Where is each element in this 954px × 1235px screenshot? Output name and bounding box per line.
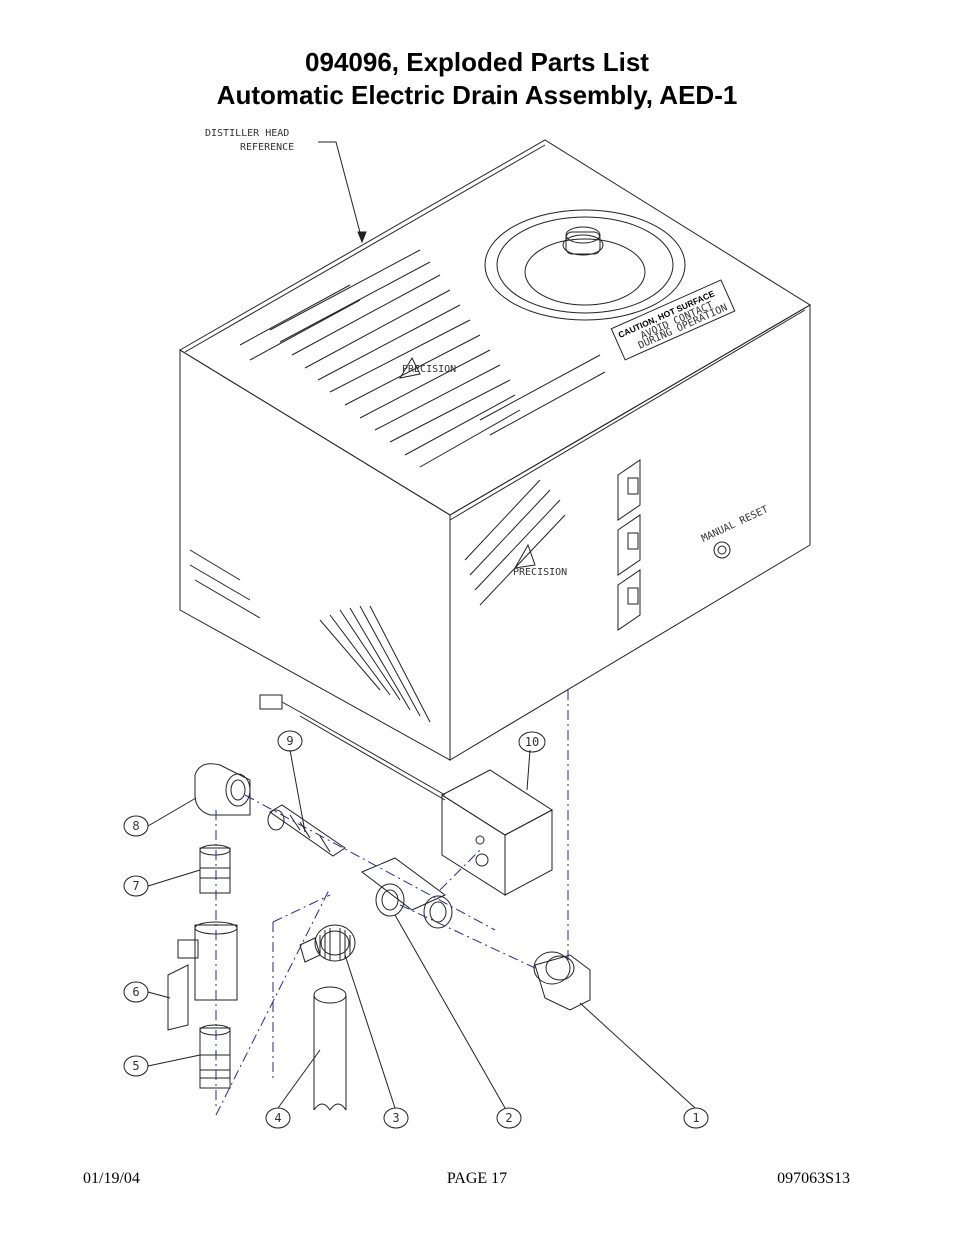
callout-6: 6 [132,985,139,999]
reference-leader-line [318,141,363,241]
part-6-ball-valve [167,921,238,1031]
callout-8: 8 [132,819,139,833]
callout-bubble-9 [277,730,303,752]
callout-bubble-3 [383,1107,409,1129]
part-2-tee [361,857,453,929]
footer-date: 01/19/04 [83,1170,140,1187]
rocker-switches [617,459,641,631]
part-5-hex-nipple [199,1024,231,1089]
callout-bubble-10 [518,731,546,753]
assembly-centerlines [215,794,536,1116]
callout-bubble-7 [123,875,149,897]
front-brand-label: PRECISION [513,567,567,578]
manual-reset-button [713,541,731,559]
callout-5: 5 [132,1059,139,1073]
caution-label: CAUTION, HOT SURFACE AVOID CONTACT DURIN… [610,279,736,361]
page-title-line2: Automatic Electric Drain Assembly, AED-1 [216,80,738,110]
side-vent-louvers [189,549,431,723]
front-vent-louvers [464,479,566,606]
part-7-hex-nipple [199,844,231,894]
top-brand-label: PRECISION [402,364,456,375]
callout-3: 3 [392,1111,399,1125]
part-3-hose-clamp [299,924,356,963]
part-1-elbow [533,951,591,1011]
reference-label-line2: REFERENCE [240,142,294,153]
callout-bubble-4 [265,1107,291,1129]
footer-page-number: PAGE 17 [446,1170,508,1187]
callout-9: 9 [286,734,293,748]
filler-cap [484,209,686,321]
callout-2: 2 [505,1111,512,1125]
page-title-line1: 094096, Exploded Parts List [305,47,649,77]
part-10-control-box [440,769,553,896]
manual-reset-label: MANUAL RESET [700,504,770,545]
callout-4: 4 [274,1111,281,1125]
reference-label-line1: DISTILLER HEAD [205,128,289,139]
front-brand-logo-icon [514,543,536,569]
part-8-elbow [194,763,251,816]
callout-bubble-2 [496,1107,522,1129]
callout-7: 7 [132,879,139,893]
callout-bubble-1 [683,1107,709,1129]
callout-bubble-5 [123,1055,149,1077]
top-vent-louvers [239,249,606,468]
callout-1: 1 [692,1111,699,1125]
reference-arrowhead [357,231,367,244]
callout-10: 10 [525,735,539,749]
part-9-nipple [267,804,346,857]
footer-doc-number: 097063S13 [777,1170,850,1187]
power-cord [259,694,446,801]
callout-bubble-8 [123,815,149,837]
part-4-hose [313,986,347,1111]
top-brand-logo-icon [398,356,421,379]
callout-bubbles [123,730,709,1129]
callout-leaders [147,749,696,1109]
callout-bubble-6 [123,981,149,1003]
distiller-head-cabinet: PRECISION CAUTION, HOT SURFACE AVOID CON… [179,139,811,761]
